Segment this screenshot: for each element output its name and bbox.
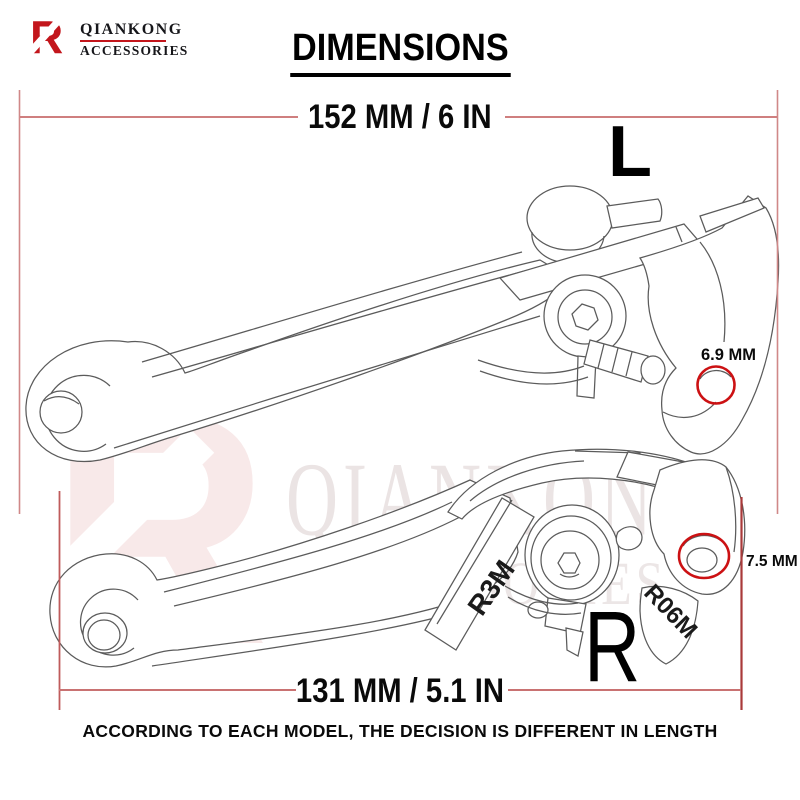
hole-ring-bottom [677, 532, 731, 580]
brand-logo-slash [30, 20, 60, 62]
bottom-lever-side-label: R [584, 591, 641, 703]
top-length-label: 152 MM / 6 IN [308, 98, 492, 136]
top-lever-side-label: L [608, 112, 652, 192]
brand-underline [80, 40, 166, 42]
top-hole-diameter-label: 6.9 MM [701, 346, 757, 364]
bottom-lever-drawing [49, 448, 746, 668]
page-title: DIMENSIONS [289, 27, 511, 77]
brand-name: QIANKONG [80, 21, 183, 38]
top-lever-drawing [25, 185, 780, 463]
bottom-length-label: 131 MM / 5.1 IN [295, 672, 505, 710]
dimension-lines [18, 90, 779, 710]
footer-note: ACCORDING TO EACH MODEL, THE DECISION IS… [82, 721, 718, 741]
brand-logo-icon: R [30, 12, 63, 62]
brand-header: R QIANKONG ACCESSORIES [30, 12, 250, 62]
hole-ring-top [696, 365, 736, 405]
bottom-hole-diameter-label: 7.5 MM [746, 553, 798, 570]
page-title-wrap: DIMENSIONS [0, 27, 800, 77]
brand-subtitle: ACCESSORIES [80, 43, 189, 58]
